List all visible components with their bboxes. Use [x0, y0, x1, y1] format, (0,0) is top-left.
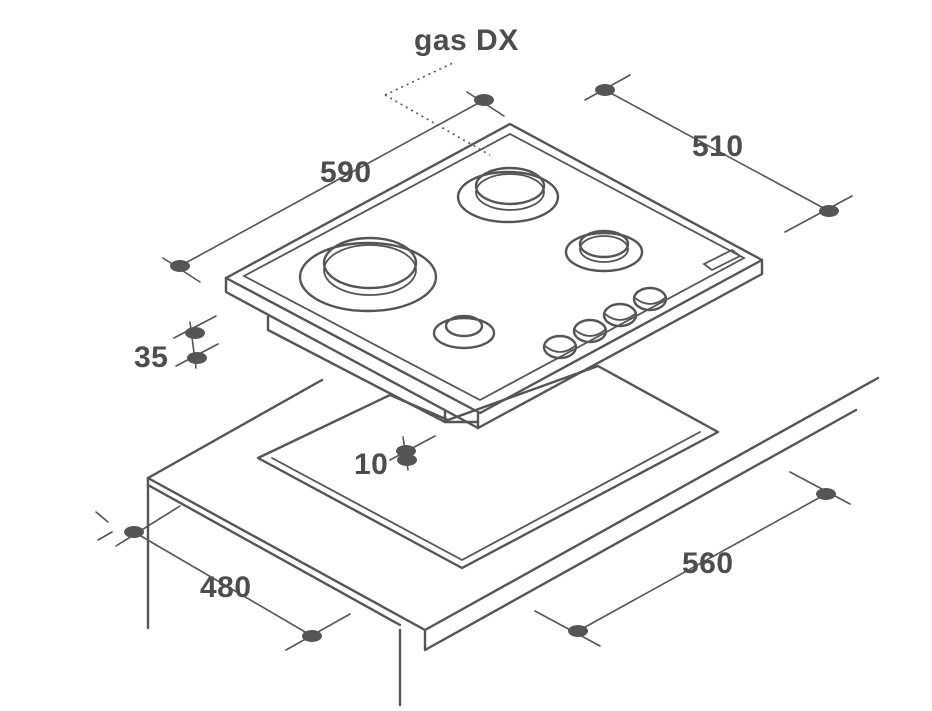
dimension-line-560 — [534, 471, 851, 647]
dimension-label-560: 560 — [682, 547, 734, 580]
control-knobs — [542, 286, 668, 360]
dimension-label-35: 35 — [134, 341, 168, 374]
burner-small-right — [564, 229, 644, 273]
countertop — [146, 376, 880, 707]
control-knob — [602, 302, 638, 328]
control-knob — [632, 286, 668, 312]
title-leader — [384, 61, 456, 96]
burner-medium — [456, 166, 560, 224]
burner-small-front — [432, 314, 496, 350]
dimension-line-10 — [389, 435, 436, 471]
dimension-line-510 — [584, 74, 853, 233]
dimension-label-510: 510 — [692, 130, 744, 163]
control-knob — [572, 318, 608, 344]
hob-body — [266, 315, 480, 430]
dimension-line-35 — [173, 315, 219, 369]
dimension-label-590: 590 — [320, 156, 372, 189]
burner-large — [298, 236, 438, 313]
countertop-cutout — [256, 364, 720, 570]
control-knob — [542, 334, 578, 360]
diagram-title: gas DX — [414, 24, 519, 57]
dimension-line-590 — [162, 91, 505, 283]
dimension-label-480: 480 — [200, 571, 252, 604]
ignition-button — [702, 248, 742, 272]
dimension-line-480 — [95, 505, 351, 651]
hob-top-plate — [224, 122, 764, 430]
dimension-label-10: 10 — [354, 448, 388, 481]
